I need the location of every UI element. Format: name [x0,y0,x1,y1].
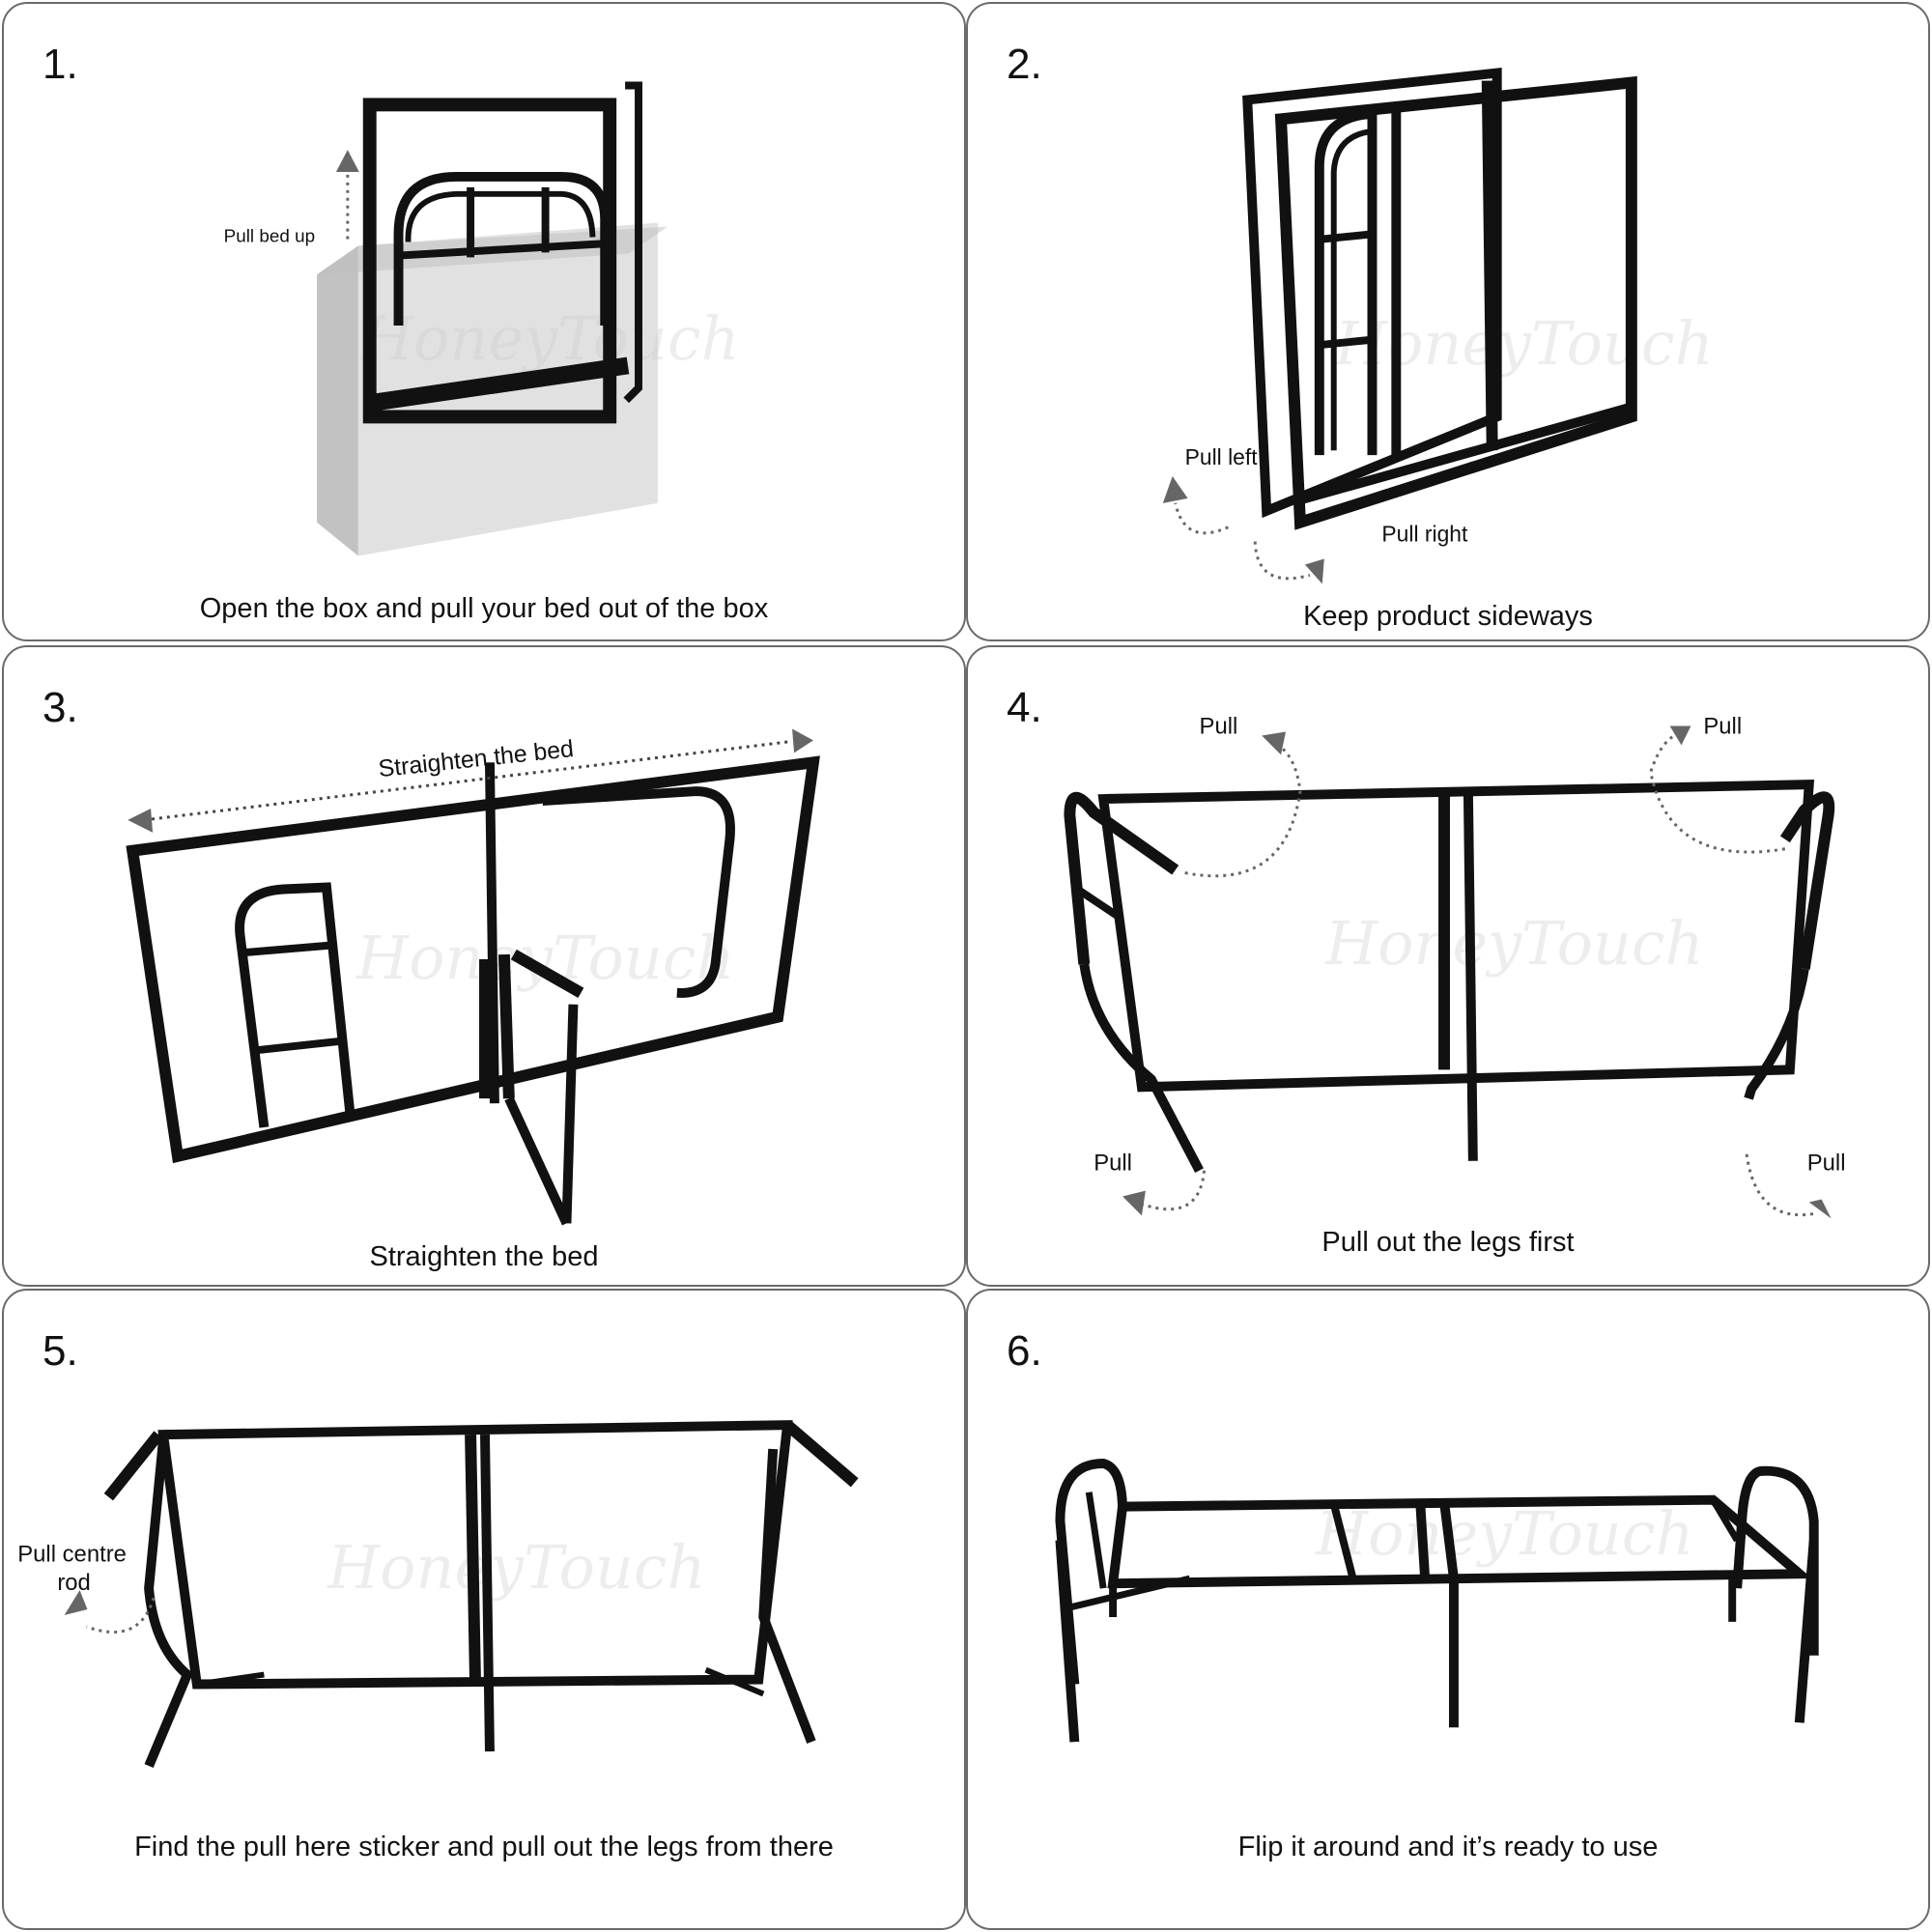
step-panel-2: 2. HoneyTouch Pull left Pull right Keep … [966,2,1930,641]
step-caption: Straighten the bed [369,1241,599,1272]
step-number: 2. [1007,41,1042,88]
pull-up-arrow [335,150,359,240]
step-caption: Open the box and pull your bed out of th… [199,593,769,624]
pull-out-legs-illustration: Pull Pull Pull Pull [1064,713,1846,1219]
step-caption: Flip it around and it’s ready to use [1237,1832,1659,1862]
step-caption: Keep product sideways [1303,601,1593,632]
step-panel-3: 3. HoneyTouch Straighten the bed Straigh… [2,645,966,1287]
pull-label-bottom-left: Pull [1094,1151,1132,1177]
pull-right-arrow [1253,541,1324,584]
pull-label-top-right: Pull [1703,713,1742,739]
step-number: 6. [1007,1327,1042,1375]
bed-sideways-illustration: Pull left Pull right [1162,68,1637,584]
bed-in-box-illustration: Pull bed up [224,81,668,556]
pull-label-bottom-right: Pull [1807,1151,1846,1177]
step-caption: Pull out the legs first [1321,1227,1575,1258]
step-panel-1: 1. HoneyTouch Pull bed up Open the box a… [2,2,966,641]
step-number: 4. [1007,684,1042,731]
pull-left-arrow [1162,476,1229,535]
pull-centre-label: Pull centre [17,1541,127,1567]
pull-bed-up-label: Pull bed up [224,227,315,247]
step-caption: Find the pull here sticker and pull out … [134,1832,834,1862]
pull-arrows [1141,734,1814,1217]
centre-rod-illustration: Pull centre rod [17,1420,859,1768]
step-panel-4: 4. HoneyTouch Pull Pull Pull Pull [966,645,1930,1287]
straighten-bed-illustration: Straighten the bed [126,728,820,1226]
pull-centre-rod-arrow [64,1590,156,1634]
step-number: 3. [43,684,78,731]
pull-label-top-left: Pull [1200,713,1238,739]
step-panel-6: 6. HoneyTouch Flip it around and it’s re… [966,1289,1930,1930]
assembled-bed-illustration [1055,1458,1819,1743]
step-panel-5: 5. HoneyTouch Pull centre rod Find the p… [2,1289,966,1930]
pull-right-label: Pull right [1381,522,1468,547]
rod-label: rod [57,1570,90,1596]
straighten-label: Straighten the bed [377,736,575,782]
pull-left-label: Pull left [1185,444,1259,469]
step-number: 1. [43,41,78,88]
straighten-arrow [128,728,813,833]
step-number: 5. [43,1327,78,1375]
